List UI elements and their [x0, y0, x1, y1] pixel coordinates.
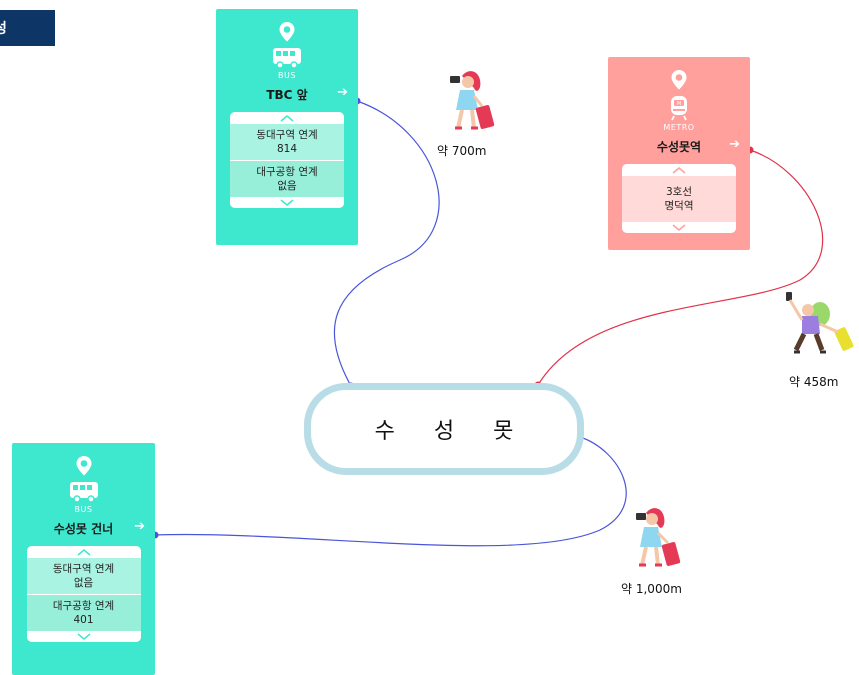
stop-name[interactable]: 수성못 건너➔: [53, 519, 145, 536]
transport-type-label: METRO: [663, 123, 695, 132]
route-line-tbc: [333, 100, 440, 387]
location-pin-icon: [671, 70, 687, 90]
arrow-right-icon[interactable]: ➔: [337, 85, 348, 100]
connection-item: 대구공항 연계 없음: [230, 160, 344, 197]
traveler-illustration: [786, 292, 854, 354]
svg-text:M: M: [677, 101, 681, 107]
route-line-metro: [537, 149, 824, 386]
connection-list: 동대구역 연계 814 대구공항 연계 없음: [230, 112, 344, 208]
connection-item: 대구공항 연계 401: [26, 594, 141, 631]
arrow-right-icon[interactable]: ➔: [134, 519, 145, 534]
metro-station-card: M METRO 수성못역➔ 3호선 명덕역: [608, 57, 750, 250]
chevron-up-icon[interactable]: [26, 546, 141, 557]
bus-stop-card-opposite: BUS 수성못 건너➔ 동대구역 연계 없음 대구공항 연계 401: [12, 443, 155, 675]
chevron-up-icon[interactable]: [230, 112, 344, 123]
connection-item: 동대구역 연계 814: [230, 123, 344, 160]
distance-label: 약 458m: [789, 375, 839, 389]
transport-type-label: BUS: [278, 71, 296, 80]
chevron-down-icon[interactable]: [230, 197, 344, 208]
bus-icon: [273, 48, 301, 69]
distance-label: 약 700m: [437, 144, 487, 158]
traveler-illustration: [636, 508, 681, 567]
connection-list: 동대구역 연계 없음 대구공항 연계 401: [26, 546, 141, 642]
location-pin-icon: [279, 22, 295, 42]
chevron-down-icon[interactable]: [622, 222, 736, 233]
distance-label: 약 1,000m: [621, 582, 682, 596]
stop-name[interactable]: TBC 앞➔: [266, 85, 348, 102]
stop-name[interactable]: 수성못역➔: [656, 137, 740, 154]
location-pin-icon: [76, 456, 91, 476]
chevron-up-icon[interactable]: [622, 164, 736, 175]
chevron-down-icon[interactable]: [26, 631, 141, 642]
connection-item: 동대구역 연계 없음: [26, 557, 141, 594]
route-line-opposite: [154, 436, 627, 547]
bus-icon: [69, 482, 98, 503]
traveler-illustration: [450, 71, 495, 130]
corner-tag: 성: [0, 10, 55, 46]
connection-list: 3호선 명덕역: [622, 164, 736, 233]
destination-hub[interactable]: 수 성 못: [304, 383, 584, 475]
bus-stop-card-tbc: BUS TBC 앞➔ 동대구역 연계 814 대구공항 연계 없음: [216, 9, 358, 245]
metro-train-icon: M: [671, 96, 687, 121]
transport-type-label: BUS: [74, 505, 93, 514]
connection-item: 3호선 명덕역: [622, 175, 736, 222]
arrow-right-icon[interactable]: ➔: [729, 137, 740, 152]
